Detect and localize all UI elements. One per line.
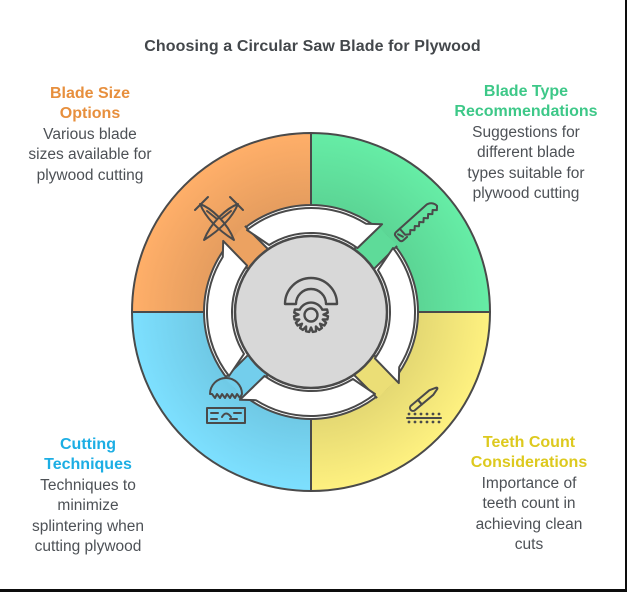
segment-heading: Teeth Count Considerations [470, 434, 588, 472]
segment-heading: Cutting Techniques [44, 436, 132, 474]
center-hub [233, 234, 389, 390]
segment-description: Suggestions for different blade types su… [467, 123, 585, 203]
cycle-arrows [205, 206, 417, 418]
segment-heading: Blade Size Options [49, 85, 131, 123]
ring-segments [131, 132, 491, 492]
ring-segment-blade-size-options [131, 132, 312, 313]
circular-saw-icon [283, 276, 339, 306]
ring-segment-blade-type-recommendations [310, 132, 491, 313]
circular-saw-board-icon [206, 377, 246, 424]
segment-description: Importance of teeth count in achieving c… [475, 474, 583, 554]
ring-segment-teeth-count-considerations [310, 311, 491, 492]
label-blade-type-recommendations: Blade Type Recommendations Suggestions f… [446, 82, 606, 205]
segment-description: Various blade sizes available for plywoo… [28, 125, 152, 184]
segment-heading: Blade Type Recommendations [454, 83, 598, 121]
ring-segment-cutting-techniques [131, 311, 312, 492]
crossed-blades-icon [194, 196, 244, 241]
page-title: Choosing a Circular Saw Blade for Plywoo… [144, 38, 481, 55]
label-blade-size-options: Blade Size Options Various blade sizes a… [10, 84, 170, 186]
handsaw-icon [393, 202, 439, 243]
segment-description: Techniques to minimize splintering when … [31, 476, 144, 556]
cycle-arrow [246, 206, 384, 250]
segment-icons [194, 196, 442, 424]
cycle-arrow [238, 374, 376, 418]
utility-knife-icon [406, 386, 442, 424]
label-teeth-count-considerations: Teeth Count Considerations Importance of… [449, 433, 609, 556]
cycle-arrow [373, 247, 417, 385]
cycle-arrow [205, 239, 249, 377]
label-cutting-techniques: Cutting Techniques Techniques to minimiz… [8, 435, 168, 558]
